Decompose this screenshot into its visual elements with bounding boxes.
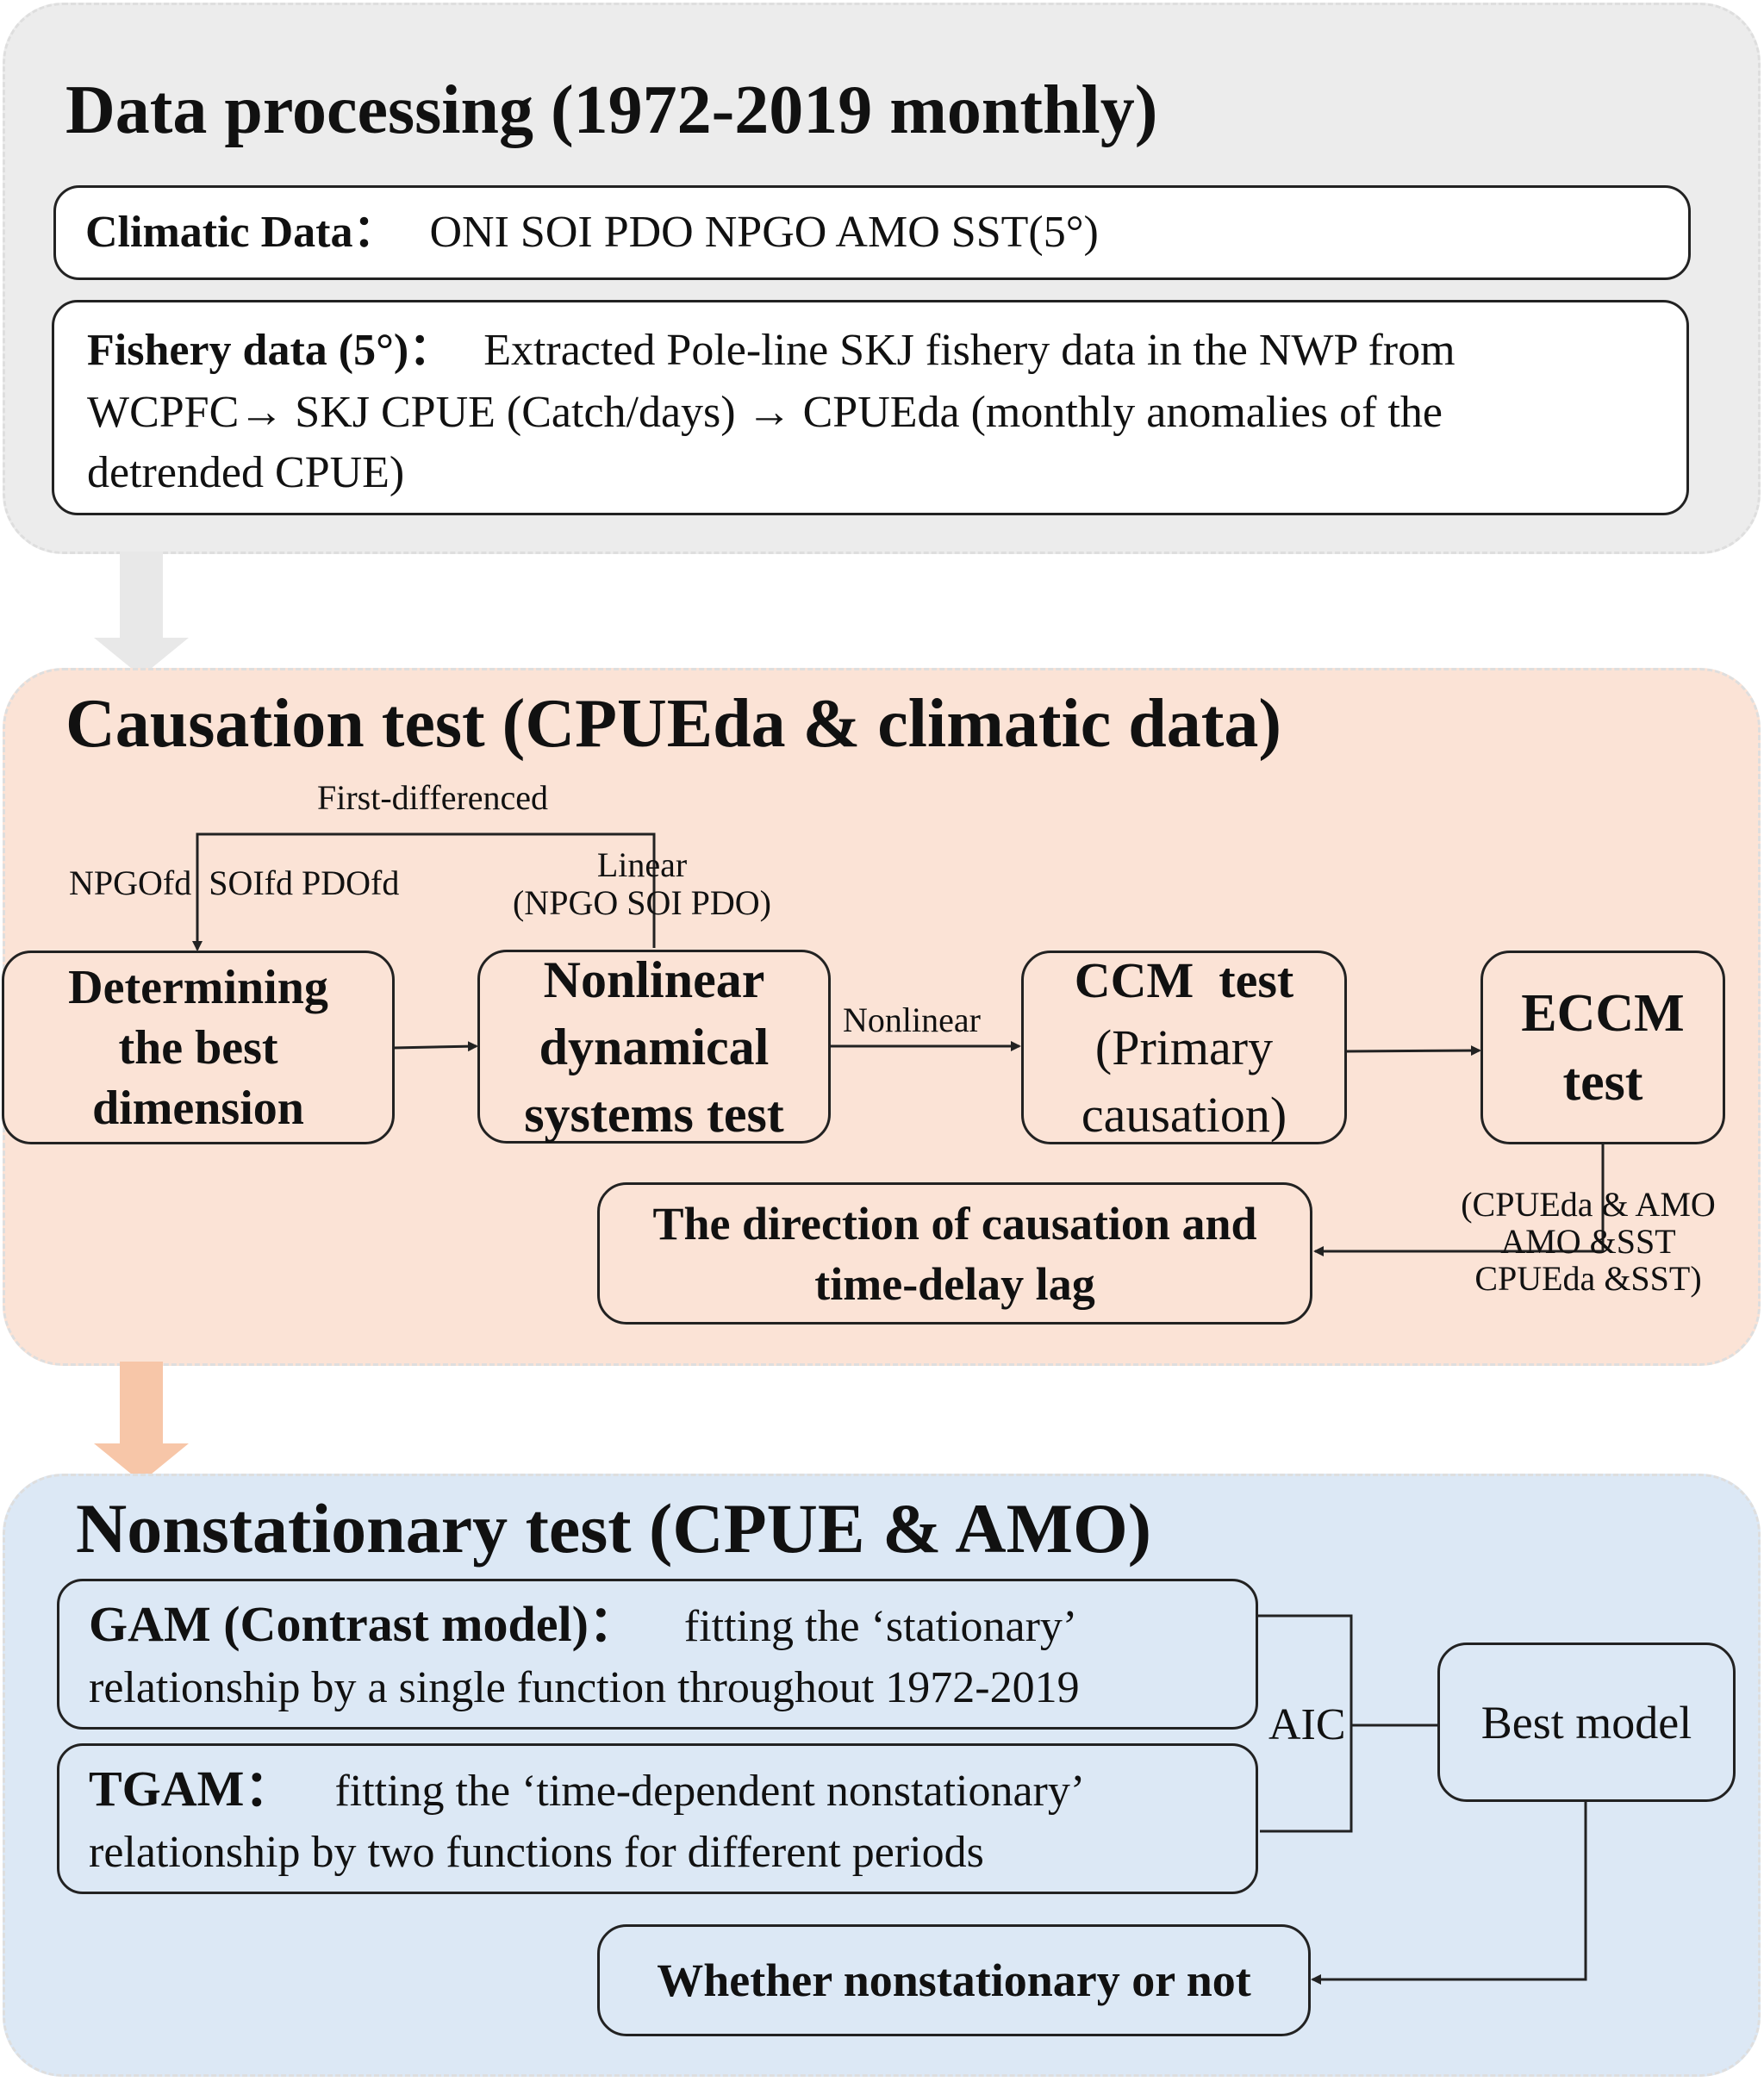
climatic-data-values: ONI SOI PDO NPGO AMO SST(5°) [429, 208, 1099, 257]
tgam-text-line1: fitting the ‘time-dependent nonstationar… [334, 1767, 1086, 1816]
tgam-box: TGAM： fitting the ‘time-dependent nonsta… [57, 1743, 1258, 1894]
gam-text-line2: relationship by a single function throug… [89, 1663, 1080, 1712]
tgam-text-line2: relationship by two functions for differ… [89, 1828, 984, 1877]
fishery-data-label: Fishery data (5°)： [87, 326, 454, 375]
box-nonlinear-dynamical: Nonlinear dynamical systems test [477, 950, 831, 1144]
gam-text-line1: fitting the ‘stationary’ [683, 1602, 1078, 1651]
fishery-data-text-line3: detrended CPUE) [87, 448, 405, 497]
data-processing-title: Data processing (1972-2019 monthly) [65, 72, 1158, 148]
flow-arrow-2 [94, 1362, 189, 1482]
nonlinear-label: Nonlinear [843, 1000, 981, 1039]
box-eccm-test: ECCM test [1480, 951, 1725, 1144]
box-best-dimension: Determining the best dimension [2, 951, 395, 1144]
gam-box: GAM (Contrast model)： fitting the ‘stati… [57, 1579, 1258, 1730]
fishery-data-text-line2: WCPFC→ SKJ CPUE (Catch/days) → CPUEda (m… [87, 388, 1443, 437]
climatic-data-box: Climatic Data： ONI SOI PDO NPGO AMO SST(… [53, 185, 1691, 280]
aic-label: AIC [1268, 1700, 1346, 1749]
causation-pairs-label: (CPUEda & AMO AMO &SST CPUEda &SST) [1461, 1185, 1716, 1298]
box-ccm-test: CCM test (Primary causation) [1021, 951, 1347, 1144]
fishery-data-text-line1: Extracted Pole-line SKJ fishery data in … [483, 326, 1455, 375]
result-box: Whether nonstationary or not [597, 1924, 1311, 2036]
best-model-box: Best model [1437, 1643, 1736, 1802]
flow-arrow-1 [94, 552, 189, 676]
fishery-data-box: Fishery data (5°)： Extracted Pole-line S… [52, 300, 1689, 515]
box-direction-of-causation: The direction of causation and time-dela… [597, 1182, 1312, 1325]
tgam-label: TGAM： [89, 1761, 295, 1817]
linear-label: Linear (NPGO SOI PDO) [512, 845, 772, 922]
gam-label: GAM (Contrast model)： [89, 1596, 639, 1652]
fd-variables-label: NPGOfd SOIfd PDOfd [69, 863, 400, 902]
nonstationary-test-title: Nonstationary test (CPUE & AMO) [76, 1489, 1152, 1568]
first-differenced-label: First-differenced [317, 778, 549, 817]
causation-test-title: Causation test (CPUEda & climatic data) [65, 686, 1281, 762]
climatic-data-label: Climatic Data： [85, 208, 398, 257]
